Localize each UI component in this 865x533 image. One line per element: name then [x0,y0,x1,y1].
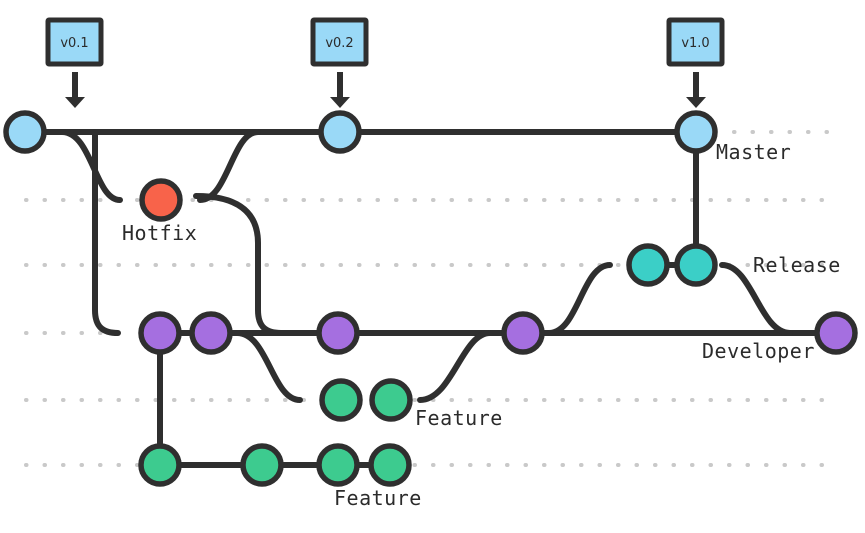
guide-lines-group [24,130,842,467]
commit-node-f2a[interactable] [138,443,182,487]
tag-box [45,17,104,67]
branch-label-feature2: Feature [334,486,422,510]
edge-release-to-developer [719,262,793,336]
commit-node-f2d[interactable] [368,443,412,487]
branch-label-master: Master [716,140,791,164]
edge-feature1-to-developer [417,330,493,403]
tag-label: v0.2 [325,36,353,51]
commit-node-h1[interactable] [139,178,183,222]
commit-node-f2c[interactable] [316,443,360,487]
commit-node-f1b[interactable] [369,378,413,422]
commit-node-f2b[interactable] [240,443,284,487]
tag-box [666,17,725,67]
tag-label: v1.0 [681,36,709,51]
branch-label-feature1: Feature [415,406,503,430]
branch-labels-group: MasterHotfixReleaseDeveloperFeatureFeatu… [122,140,841,510]
edge-hotfix-to-master [197,129,261,203]
commit-node-r1[interactable] [626,243,670,287]
edge-developer-to-feature1 [234,330,303,403]
version-tags-group: v0.1 v0.2 v1.0 [45,17,725,108]
edge-master-to-developer [92,129,121,336]
commit-node-m1[interactable] [3,110,47,154]
version-tag-v0-1[interactable]: v0.1 [45,17,104,108]
commit-node-f1a[interactable] [319,378,363,422]
commit-node-d5[interactable] [814,311,858,355]
version-tag-v1-0[interactable]: v1.0 [666,17,725,108]
commit-node-d4[interactable] [501,311,545,355]
commit-node-d1[interactable] [138,311,182,355]
branch-label-developer: Developer [702,339,815,363]
down-arrow-icon [65,97,85,108]
tag-label: v0.1 [60,36,88,51]
commit-node-d2[interactable] [189,311,233,355]
commit-node-m2[interactable] [318,110,362,154]
commit-node-r2[interactable] [674,243,718,287]
commit-node-m3[interactable] [674,110,718,154]
version-tag-v0-2[interactable]: v0.2 [310,17,369,108]
down-arrow-icon [686,97,706,108]
down-arrow-icon [330,97,350,108]
branch-label-release: Release [753,253,841,277]
tag-box [310,17,369,67]
edge-master-to-hotfix [59,129,123,203]
commit-nodes-group [3,110,858,487]
commit-node-d3[interactable] [316,311,360,355]
edge-developer-to-release [546,262,613,336]
branch-label-hotfix: Hotfix [122,221,197,245]
